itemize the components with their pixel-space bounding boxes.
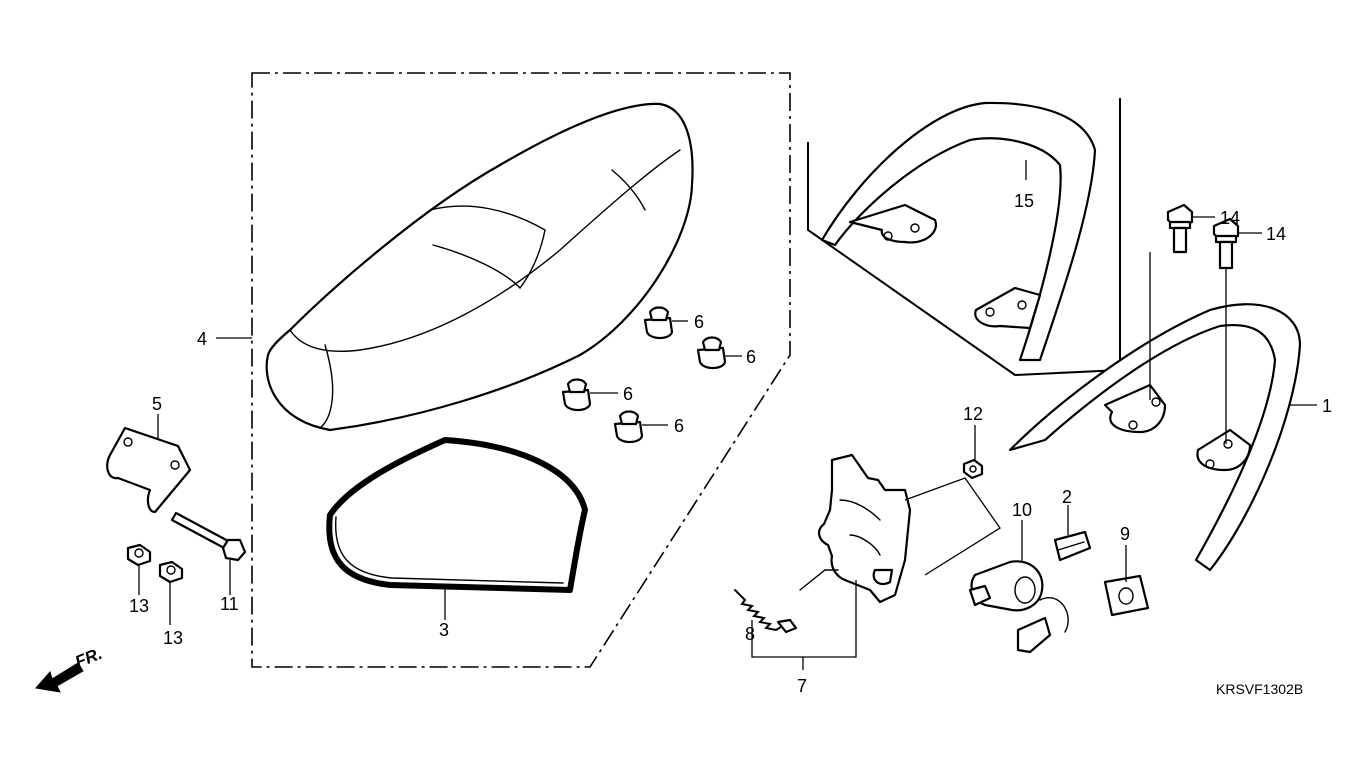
front-direction-arrow: FR. [35, 644, 105, 693]
grab-rail [1008, 303, 1302, 572]
callout-8: 8 [745, 624, 755, 644]
callout-9: 9 [1120, 524, 1130, 544]
callout-13-a: 13 [129, 596, 149, 616]
front-direction-label: FR. [72, 644, 105, 672]
lock-spring [734, 589, 798, 634]
callout-7: 7 [797, 676, 807, 696]
seat-bush [696, 336, 727, 370]
callout-14-a: 14 [1220, 208, 1240, 228]
seat-hinge-bracket [106, 426, 192, 514]
seat [265, 102, 694, 432]
callout-12: 12 [963, 404, 983, 424]
callout-15: 15 [1014, 191, 1034, 211]
seat-bush [561, 378, 592, 412]
callout-5: 5 [152, 394, 162, 414]
callout-3: 3 [439, 620, 449, 640]
seat-bush [613, 410, 644, 444]
seat-bush [643, 306, 674, 340]
flange-bolt [1166, 203, 1194, 254]
lock-nut [962, 458, 984, 480]
nut [158, 560, 184, 584]
callout-14-b: 14 [1266, 224, 1286, 244]
seat-assembly-frame [251, 72, 791, 668]
grab-rail-alt [820, 101, 1097, 362]
key-cylinder [968, 560, 1069, 654]
nut [126, 543, 152, 567]
callout-13-b: 13 [163, 628, 183, 648]
seat-bush-group [561, 306, 727, 444]
lock-clip [1053, 530, 1092, 562]
callout-6-c: 6 [623, 384, 633, 404]
callout-2: 2 [1062, 487, 1072, 507]
diagram-code: KRSVF1302B [1216, 681, 1303, 697]
callout-6-b: 6 [746, 347, 756, 367]
leader-lines [138, 160, 1317, 670]
seat-lock [799, 453, 912, 604]
lock-cover [1103, 574, 1150, 617]
hinge-bolt [170, 511, 247, 562]
grab-rail-inset-frame [807, 98, 1121, 377]
callout-11: 11 [220, 594, 239, 614]
callout-6-d: 6 [674, 416, 684, 436]
callout-1: 1 [1322, 396, 1332, 416]
callout-10: 10 [1012, 500, 1032, 520]
callout-6-a: 6 [694, 312, 704, 332]
flange-bolt [1212, 217, 1240, 270]
callout-4: 4 [197, 329, 207, 349]
seat-gasket [326, 437, 588, 593]
